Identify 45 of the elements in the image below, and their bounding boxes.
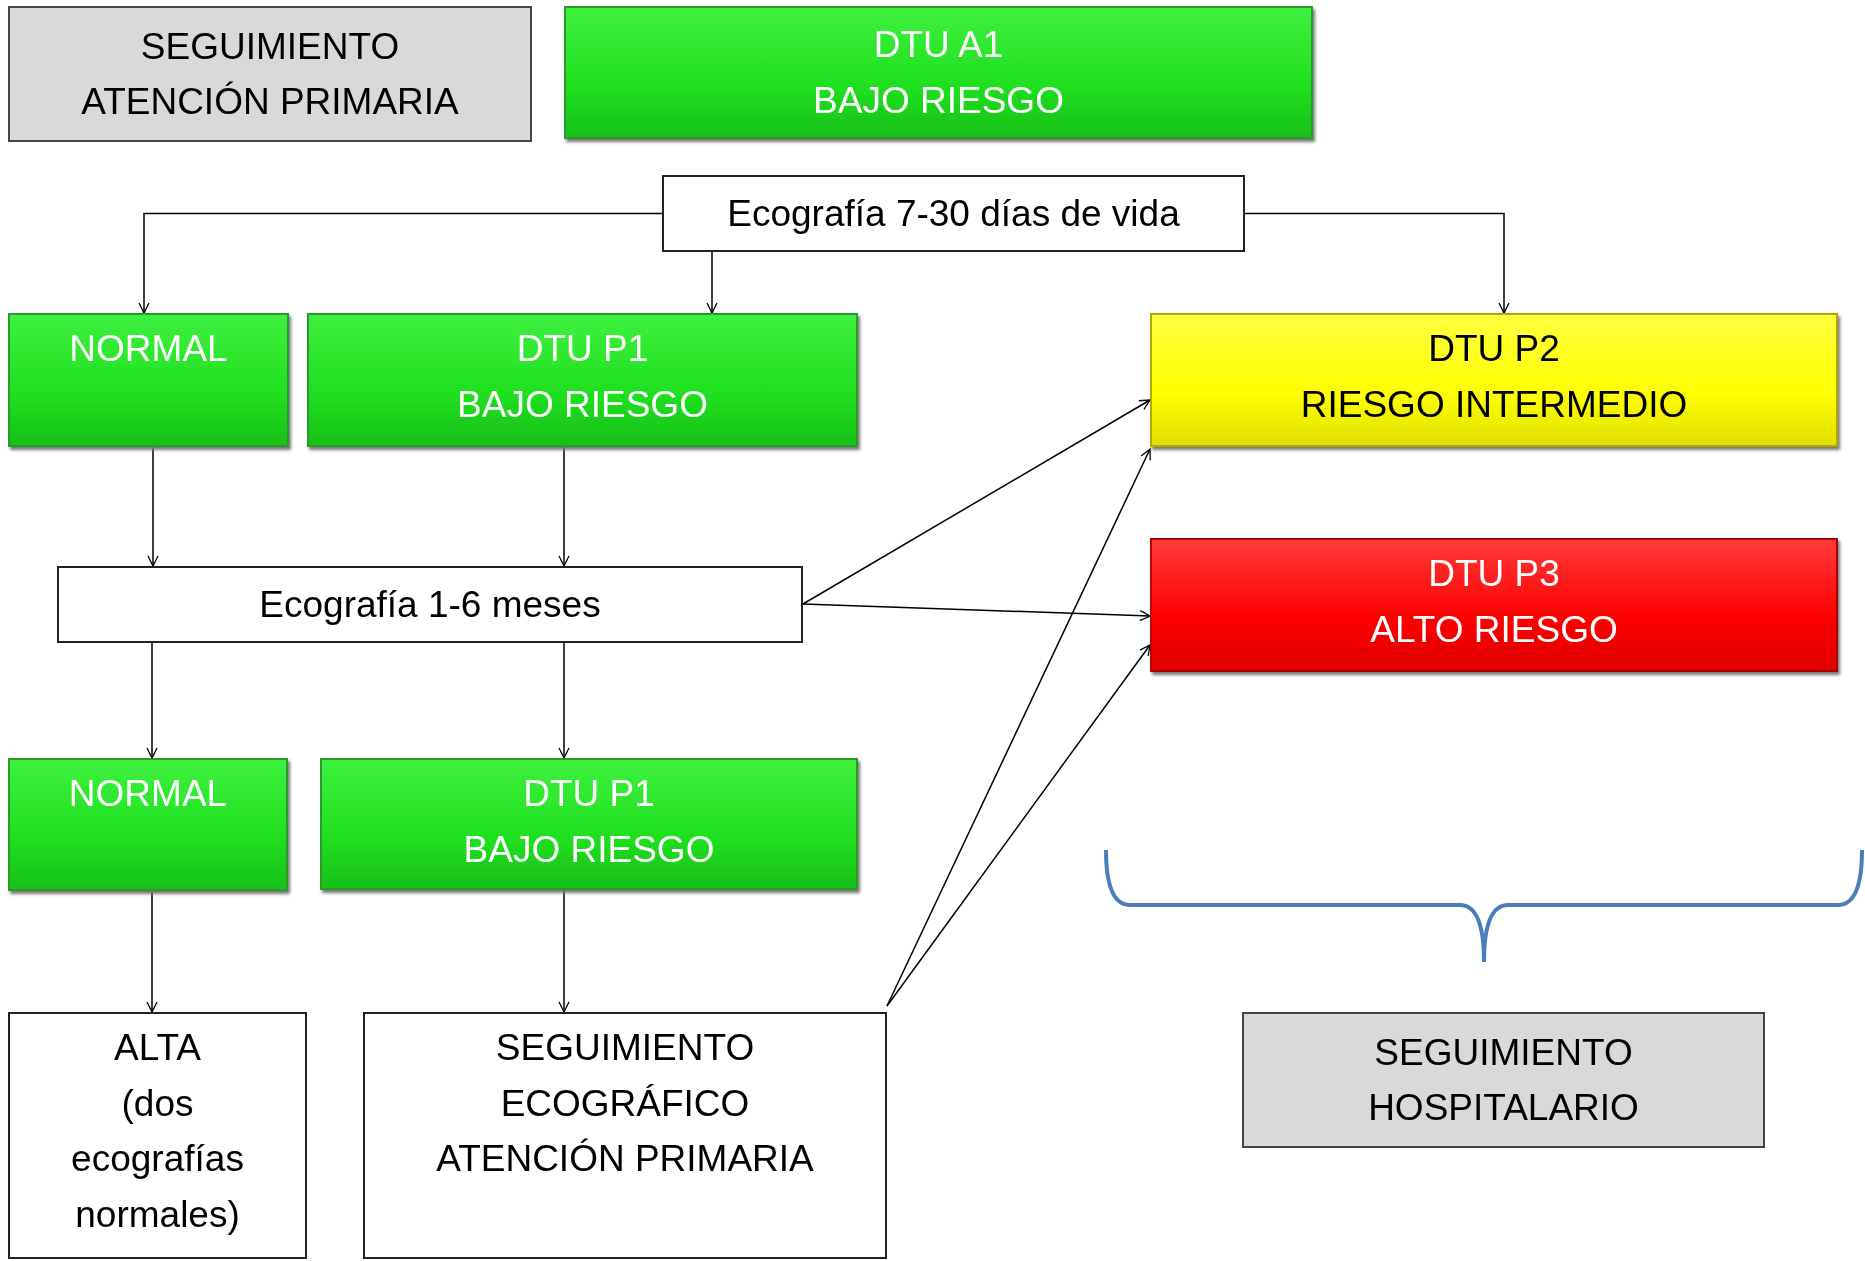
label-box <box>8 6 532 142</box>
arrow <box>558 446 570 567</box>
result-box <box>8 758 288 891</box>
arrow <box>558 642 570 759</box>
node-text: DTU P1 <box>516 327 649 371</box>
arrow <box>706 251 718 314</box>
node-text: NORMAL <box>68 772 228 816</box>
outcome-box <box>363 1012 887 1259</box>
arrow <box>558 889 570 1013</box>
category-box <box>320 758 858 890</box>
category-box <box>564 6 1313 139</box>
arrow <box>802 399 1151 605</box>
arrow <box>886 644 1151 1007</box>
node-text: SEGUIMIENTO HOSPITALARIO <box>1367 1030 1640 1130</box>
node-text: SEGUIMIENTO ECOGRÁFICO ATENCIÓN PRIMARIA <box>435 1026 815 1181</box>
node-text: (dos ecografías normales) <box>70 1081 245 1237</box>
node-text: NORMAL <box>69 327 228 371</box>
result-box <box>8 313 289 447</box>
category-box <box>1150 538 1838 672</box>
node-text: ALTO RIESGO <box>1370 607 1618 652</box>
arrow <box>146 890 158 1013</box>
node-text: BAJO RIESGO <box>463 827 715 872</box>
node-text: Ecografía 7-30 días de vida <box>727 191 1180 236</box>
process-box <box>662 175 1245 252</box>
node-text: Ecografía 1-6 meses <box>259 582 601 627</box>
node-text: ALTA <box>113 1026 201 1070</box>
outcome-box <box>8 1012 307 1259</box>
arrow <box>1244 212 1510 314</box>
node-text: RIESGO INTERMEDIO <box>1300 382 1688 427</box>
label-box <box>1242 1012 1765 1148</box>
category-box <box>1150 313 1838 447</box>
arrow <box>802 603 1151 622</box>
node-text: DTU P2 <box>1428 327 1560 371</box>
arrow <box>147 446 159 567</box>
arrow <box>886 448 1151 1007</box>
node-text: DTU P1 <box>523 772 655 816</box>
node-text: DTU P3 <box>1428 552 1560 596</box>
node-text: DTU A1 <box>873 23 1004 67</box>
node-text: SEGUIMIENTO ATENCIÓN PRIMARIA <box>80 24 460 124</box>
category-box <box>307 313 858 447</box>
process-box <box>57 566 803 643</box>
node-text: BAJO RIESGO <box>813 78 1064 123</box>
arrow <box>138 212 663 314</box>
arrow <box>146 642 158 759</box>
node-text: BAJO RIESGO <box>457 382 708 427</box>
